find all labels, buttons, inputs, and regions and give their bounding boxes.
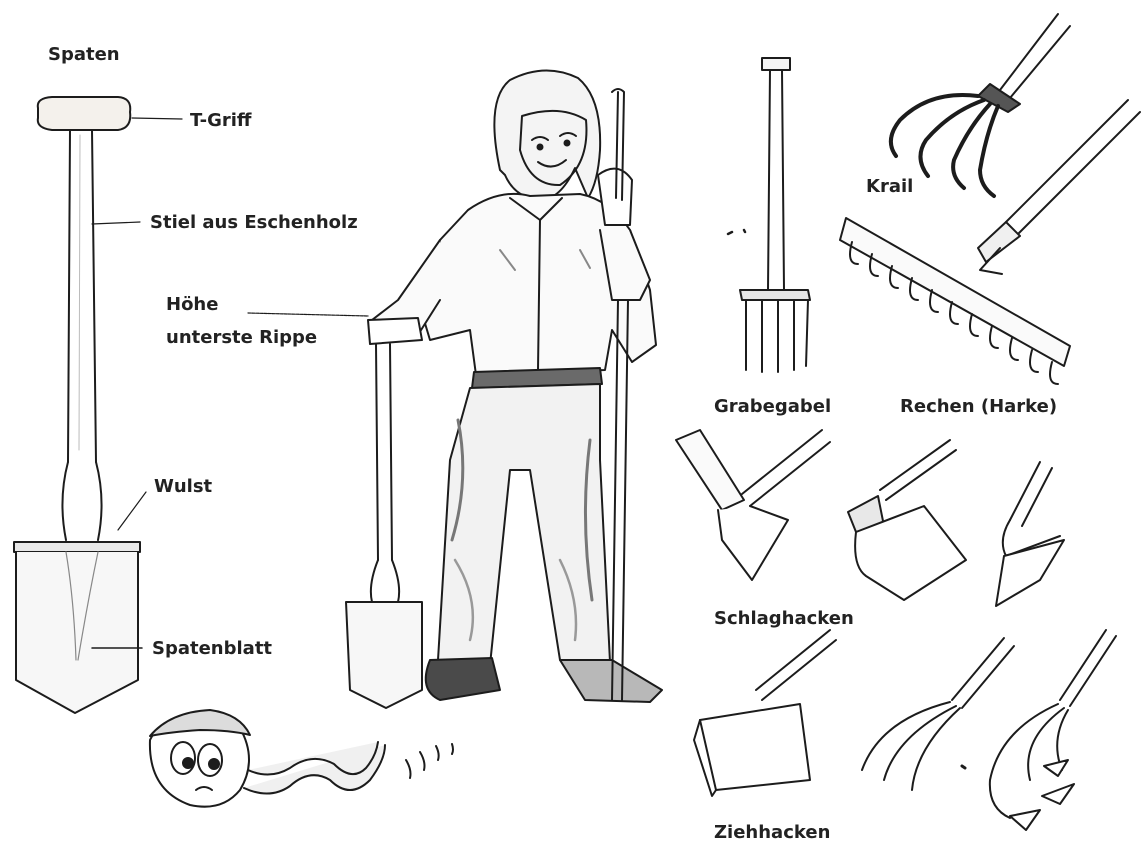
label-spatenblatt: Spatenblatt <box>152 638 272 660</box>
label-wulst: Wulst <box>154 476 212 498</box>
rake <box>840 100 1140 384</box>
left-shoe <box>426 658 500 700</box>
label-t-griff: T-Griff <box>190 110 252 132</box>
spade-blade <box>14 542 140 552</box>
label-ziehhacken: Ziehhacken <box>714 822 830 844</box>
draw-hoes <box>694 630 1116 830</box>
right-shoe <box>560 660 662 702</box>
label-spaten: Spaten <box>48 44 120 66</box>
spade-bulge <box>62 462 101 540</box>
label-krail: Krail <box>866 176 913 198</box>
label-schlaghacken: Schlaghacken <box>714 608 854 630</box>
spade-shaft <box>68 130 96 462</box>
pointer-wulst <box>118 492 146 530</box>
held-spade <box>346 344 422 708</box>
krail-cultivator <box>891 14 1070 196</box>
label-rechen: Rechen (Harke) <box>900 396 1057 418</box>
t-grip <box>38 97 130 130</box>
chopping-hoes <box>676 430 1064 606</box>
pointer-hoehe <box>248 313 368 316</box>
digging-fork <box>728 58 810 372</box>
label-grabegabel: Grabegabel <box>714 396 831 418</box>
pointer-stiel <box>92 222 140 224</box>
label-hoehe-line2: unterste Rippe <box>166 327 317 349</box>
label-hoehe-line1: Höhe <box>166 294 218 316</box>
spade-diagram <box>14 97 368 713</box>
pointer-t-griff <box>132 118 182 119</box>
label-stiel: Stiel aus Eschenholz <box>150 212 358 234</box>
worm-mascot <box>150 710 453 807</box>
